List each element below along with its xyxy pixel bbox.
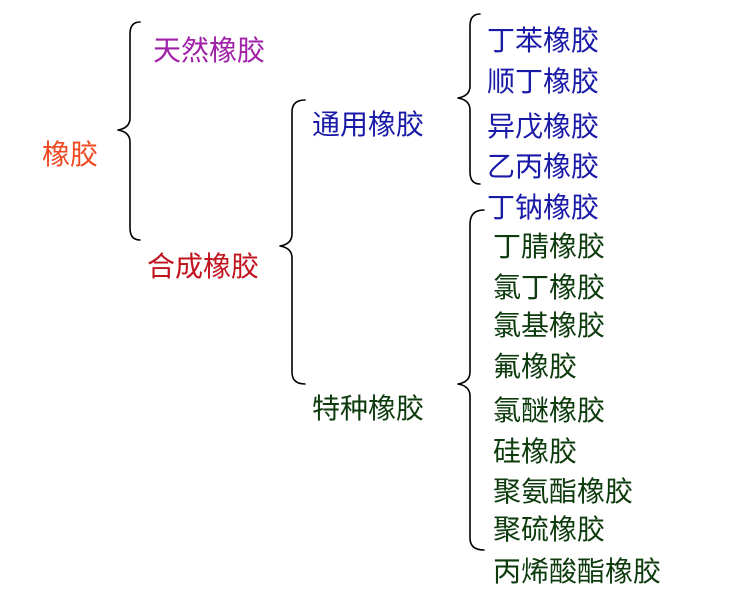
- general-brace: [457, 13, 481, 185]
- general-item: 丁苯橡胶: [487, 24, 600, 57]
- special-item: 硅橡胶: [493, 435, 578, 468]
- special-rubber-label: 特种橡胶: [312, 392, 425, 425]
- root-brace: [117, 21, 141, 241]
- general-item: 丁钠橡胶: [487, 191, 600, 224]
- general-item: 异戊橡胶: [487, 110, 600, 143]
- general-rubber-label: 通用橡胶: [312, 108, 425, 141]
- special-item: 聚氨酯橡胶: [493, 475, 634, 508]
- special-item: 氯丁橡胶: [493, 271, 606, 304]
- special-item: 聚硫橡胶: [493, 513, 606, 546]
- synthetic-brace: [279, 99, 306, 385]
- special-item: 丁腈橡胶: [493, 230, 606, 263]
- special-brace: [457, 209, 485, 551]
- synthetic-rubber-label: 合成橡胶: [147, 250, 260, 283]
- special-item: 氯醚橡胶: [493, 394, 606, 427]
- general-item: 顺丁橡胶: [487, 65, 600, 98]
- root-label-rubber: 橡胶: [42, 138, 99, 171]
- natural-rubber-label: 天然橡胶: [153, 34, 266, 67]
- special-item: 氯基橡胶: [493, 309, 606, 342]
- special-item: 氟橡胶: [493, 350, 578, 383]
- special-item: 丙烯酸酯橡胶: [493, 555, 662, 588]
- general-item: 乙丙橡胶: [487, 150, 600, 183]
